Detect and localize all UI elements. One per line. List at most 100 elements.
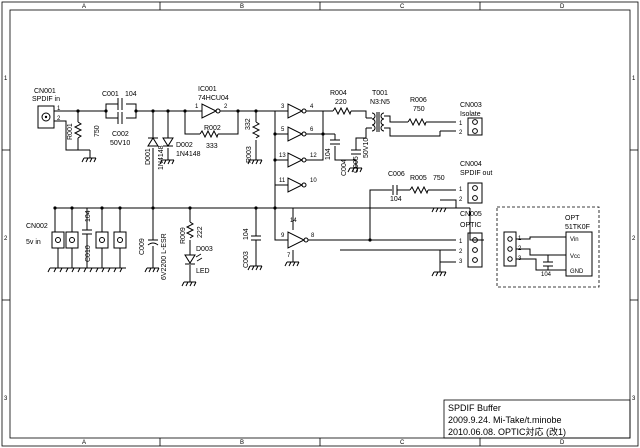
row-label-3-left: 3 (4, 396, 8, 402)
c001-value: 104 (125, 91, 137, 98)
ground-symbol (81, 157, 97, 163)
ground-symbol (284, 261, 300, 267)
ground-symbol (347, 167, 363, 173)
opt-pin-vin: Vin (570, 237, 579, 243)
cn005-name: OPTIC (460, 222, 481, 229)
col-label-b-bottom: B (240, 440, 244, 446)
cn003-pin2: 2 (459, 130, 463, 136)
r003-resistor: R003 332 (245, 118, 261, 163)
ground-symbol (431, 207, 447, 213)
inverter-gate-11-10: 11 10 (279, 177, 317, 193)
r009-value: 222 (197, 226, 204, 238)
filter-jack-b (113, 231, 127, 249)
gate-pin-4: 4 (310, 104, 314, 110)
c006-capacitor: C006 104 (388, 171, 405, 203)
gate-pin-9: 9 (281, 233, 285, 239)
c004-value: 104 (325, 148, 332, 160)
opt-ref: OPT (565, 215, 580, 222)
c002-capacitor: C002 50V10 (110, 112, 130, 147)
filter-jack-a (95, 231, 109, 249)
gate-pin-8: 8 (311, 233, 315, 239)
c003-value: 104 (243, 228, 250, 240)
ic001-pin2: 2 (224, 104, 228, 110)
cn001-connector: CN001 SPDIF in 1 2 (32, 88, 61, 129)
ic001-pin1: 1 (195, 104, 199, 110)
cn004-name: SPDIF out (460, 170, 492, 177)
d002-diode: D002 1N4148 (162, 137, 201, 158)
t001-ref: T001 (372, 90, 388, 97)
cn005-pin1: 1 (459, 239, 463, 245)
c001-ref: C001 (102, 91, 119, 98)
cn002b-jack (65, 231, 79, 249)
col-label-c-bottom: C (400, 440, 405, 446)
cn005-ref: CN005 (460, 211, 482, 218)
c009-capacitor: C009 6V2200 L-ESR (139, 233, 168, 280)
opt-pin-vcc: Vcc (570, 254, 580, 260)
cn001-ref: CN001 (34, 88, 56, 95)
r009-resistor: R009 222 (180, 221, 204, 244)
c005-value: 50V10 (363, 138, 370, 158)
t001-transformer: T001 N3:N5 (370, 90, 390, 132)
c005-ref: C005 (353, 156, 360, 173)
title-line1: 2009.9.24. Mi-Take/t.minobe (448, 415, 562, 425)
c002-ref: C002 (112, 131, 129, 138)
d002-value: 1N4148 (176, 151, 201, 158)
cn002-ref: CN002 (26, 223, 48, 230)
gate-pin-7: 7 (287, 253, 291, 259)
c003-capacitor: 104 C003 (243, 228, 261, 268)
d002-ref: D002 (176, 142, 193, 149)
c003-ref: C003 (243, 251, 250, 268)
r003-value: 332 (245, 118, 252, 130)
opt-value: 51TK0F (565, 224, 590, 231)
row-label-2-left: 2 (4, 236, 8, 242)
cn002-connector: CN002 5v in (26, 223, 65, 249)
gate-pin-10: 10 (310, 178, 317, 184)
c004-ref: C004 (341, 159, 348, 176)
optic-module-block: OPT 51TK0F Vin Vcc GND 1 2 3 104 (496, 206, 600, 288)
col-label-a-top: A (82, 4, 86, 10)
d001-value: 1N4148 (158, 145, 165, 170)
ground-symbol (247, 159, 263, 165)
cn004-pin2: 2 (459, 197, 463, 203)
col-label-a-bottom: A (82, 440, 86, 446)
r002-resistor: R002 333 (199, 125, 221, 150)
ground-symbol (247, 265, 263, 271)
r004-ref: R004 (330, 90, 347, 97)
gate-pin-5: 5 (281, 127, 285, 133)
cn003-connector: CN003 Isolate 1 2 (459, 102, 483, 136)
opt-cap-value: 104 (541, 272, 552, 278)
ground-bus (47, 267, 126, 273)
r005-resistor: R005 750 (409, 175, 445, 195)
row-label-1-left: 1 (4, 76, 8, 82)
r003-ref: R003 (246, 146, 253, 163)
r001-resistor: R001 750 (67, 121, 101, 140)
cn004-ref: CN004 (460, 161, 482, 168)
ground-symbol (431, 271, 447, 277)
title-text: SPDIF Buffer (448, 403, 501, 413)
row-label-2-right: 2 (632, 236, 636, 242)
col-label-c-top: C (400, 4, 405, 10)
r002-value: 333 (206, 143, 218, 150)
d001-ref: D001 (145, 148, 152, 165)
c009-ref: C009 (139, 238, 146, 255)
r001-value: 750 (94, 125, 101, 137)
title-line2: 2010.06.08. OPTIC対応 (改1) (448, 426, 566, 437)
gate-pin-11: 11 (279, 178, 286, 184)
col-label-d-top: D (560, 4, 565, 10)
gate-pin-3: 3 (281, 104, 285, 110)
ground-symbol (159, 159, 175, 165)
c006-ref: C006 (388, 171, 405, 178)
col-label-d-bottom: D (560, 440, 565, 446)
r004-value: 220 (335, 99, 347, 106)
r006-ref: R006 (410, 97, 427, 104)
ground-symbol (144, 267, 160, 273)
gate-pin-14: 14 (290, 218, 297, 224)
col-label-b-top: B (240, 4, 244, 10)
title-block: SPDIF Buffer 2009.9.24. Mi-Take/t.minobe… (443, 399, 631, 439)
cn005-pin3: 3 (459, 259, 463, 265)
inverter-gate-9-8: 14 9 8 7 (281, 218, 315, 259)
c005-capacitor: C005 50V10 (351, 138, 370, 173)
d001-diode: D001 1N4148 (145, 137, 165, 170)
d003-led: D003 LED (184, 246, 213, 275)
